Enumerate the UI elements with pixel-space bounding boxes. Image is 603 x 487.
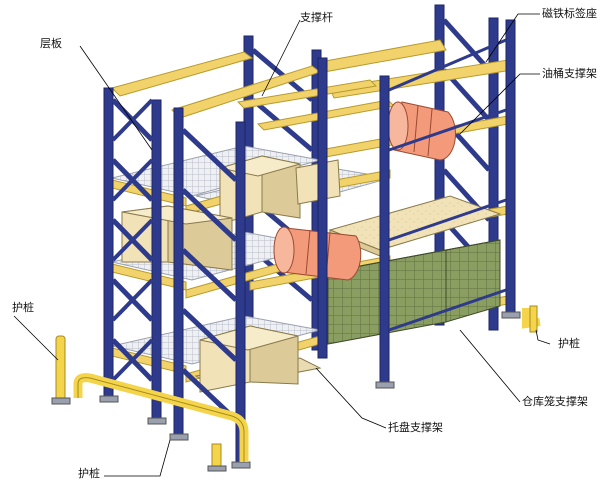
- label-guard-right: 护桩: [558, 337, 580, 350]
- box-bottom-pallet: [194, 325, 322, 393]
- label-support-bar: 支撑杆: [300, 11, 333, 24]
- label-drum-support: 油桶支撑架: [542, 67, 597, 80]
- label-cage-support: 仓库笼支撑架: [522, 395, 588, 408]
- drum-middle: [273, 226, 362, 281]
- leader-lines: [13, 13, 551, 477]
- front-uprights: [99, 19, 521, 469]
- label-shelf: 层板: [40, 37, 62, 50]
- drum-top: [387, 101, 456, 161]
- label-guard-bottom: 护桩: [78, 467, 100, 480]
- label-guard-left: 护桩: [12, 301, 34, 314]
- guard-posts: [51, 305, 541, 472]
- label-magnet-label: 磁铁标签座: [542, 7, 597, 20]
- label-pallet-support: 托盘支撑架: [388, 421, 443, 434]
